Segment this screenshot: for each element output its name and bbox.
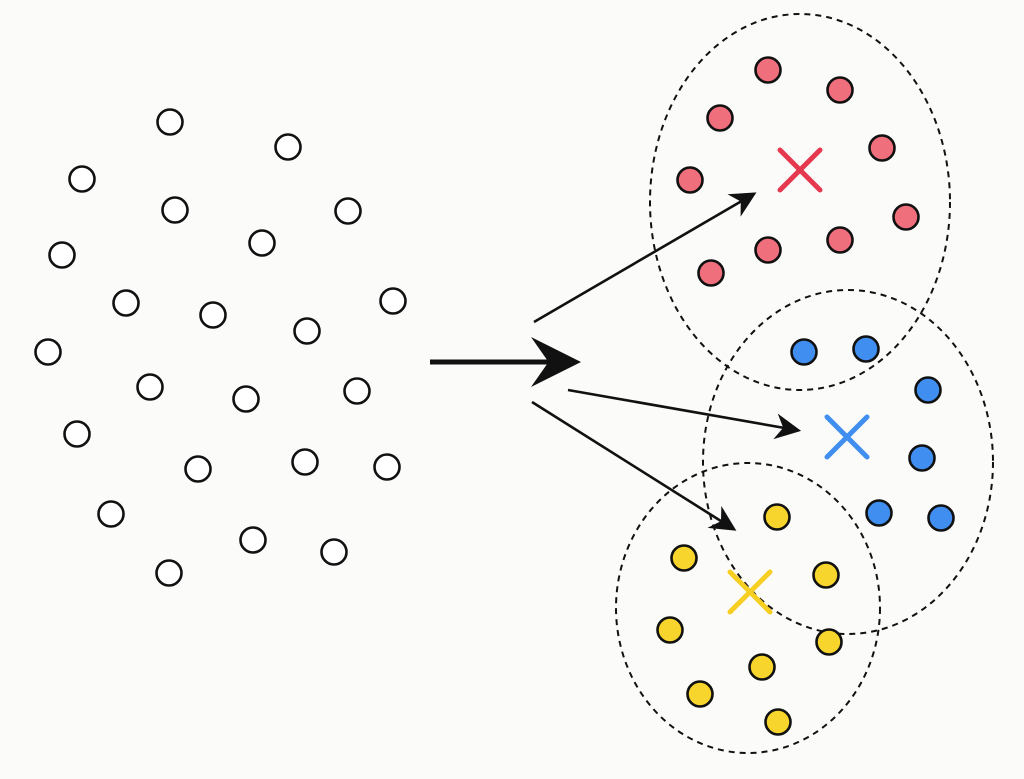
cluster-blue-points bbox=[790, 335, 955, 532]
arrows bbox=[430, 192, 802, 531]
cluster-blue-boundary bbox=[702, 289, 994, 635]
yellow-cluster-point bbox=[748, 653, 776, 681]
cluster-red-boundary bbox=[649, 13, 951, 391]
unlabeled-point bbox=[274, 133, 302, 161]
unlabeled-point bbox=[379, 287, 407, 315]
unlabeled-point bbox=[63, 420, 91, 448]
yellow-cluster-point bbox=[656, 616, 684, 644]
cluster-yellow-boundary bbox=[615, 462, 881, 754]
unlabeled-point bbox=[293, 317, 321, 345]
unlabeled-point bbox=[232, 385, 260, 413]
cluster-boundaries bbox=[615, 13, 994, 754]
red-cluster-point bbox=[826, 76, 854, 104]
unlabeled-point bbox=[156, 108, 184, 136]
red-cluster-point bbox=[868, 134, 896, 162]
unlabeled-point bbox=[161, 196, 189, 224]
blue-cluster-point bbox=[790, 338, 818, 366]
yellow-cluster-point bbox=[763, 503, 791, 531]
centroids bbox=[727, 147, 870, 615]
yellow-cluster-point bbox=[670, 544, 698, 572]
unlabeled-point bbox=[112, 289, 140, 317]
unlabeled-point bbox=[184, 455, 212, 483]
unlabeled-point bbox=[334, 197, 362, 225]
blue-cluster-point bbox=[865, 499, 893, 527]
unlabeled-point bbox=[343, 377, 371, 405]
cluster-blue-centroid-icon bbox=[824, 414, 870, 460]
arrow-to-blue-cluster bbox=[567, 388, 802, 440]
arrow-to-red-cluster bbox=[533, 192, 757, 324]
red-cluster-point bbox=[706, 104, 734, 132]
red-cluster-point bbox=[676, 166, 704, 194]
unlabeled-point bbox=[155, 559, 183, 587]
cluster-yellow-points bbox=[656, 503, 843, 736]
unlabeled-point bbox=[373, 453, 401, 481]
red-cluster-point bbox=[892, 203, 920, 231]
unlabeled-point bbox=[48, 241, 76, 269]
yellow-cluster-point bbox=[812, 561, 840, 589]
cluster-red-points bbox=[676, 56, 920, 287]
yellow-cluster-point bbox=[686, 680, 714, 708]
blue-cluster-point bbox=[927, 504, 955, 532]
red-cluster-point bbox=[754, 56, 782, 84]
unlabeled-point bbox=[291, 448, 319, 476]
blue-cluster-point bbox=[914, 376, 942, 404]
blue-cluster-point bbox=[852, 335, 880, 363]
unlabeled-point bbox=[34, 338, 62, 366]
cluster-yellow-centroid-icon bbox=[727, 569, 773, 615]
blue-cluster-point bbox=[908, 444, 936, 472]
unlabeled-points bbox=[34, 108, 407, 587]
cluster-red-centroid-icon bbox=[777, 147, 823, 193]
unlabeled-point bbox=[239, 526, 267, 554]
arrow-to-yellow-cluster bbox=[531, 400, 737, 531]
unlabeled-point bbox=[136, 373, 164, 401]
red-cluster-point bbox=[754, 236, 782, 264]
unlabeled-point bbox=[248, 229, 276, 257]
unlabeled-point bbox=[199, 301, 227, 329]
red-cluster-point bbox=[826, 226, 854, 254]
unlabeled-point bbox=[68, 165, 96, 193]
unlabeled-point bbox=[320, 538, 348, 566]
yellow-cluster-point bbox=[815, 628, 843, 656]
unlabeled-point bbox=[97, 500, 125, 528]
yellow-cluster-point bbox=[764, 708, 792, 736]
red-cluster-point bbox=[697, 259, 725, 287]
